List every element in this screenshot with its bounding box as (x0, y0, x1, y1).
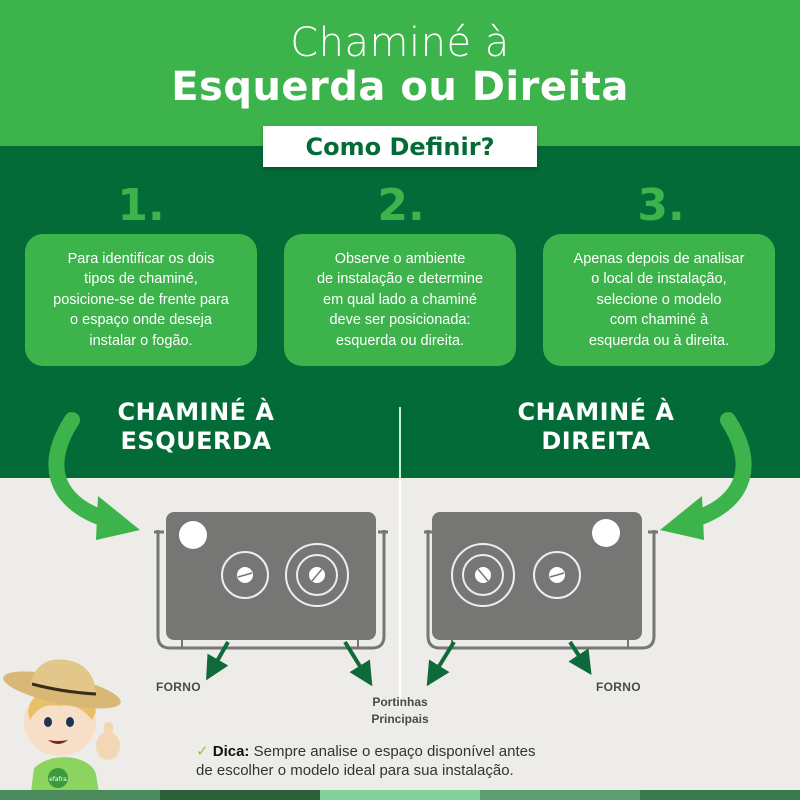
chimney-hole-icon (592, 519, 620, 547)
subtitle-text: Como Definir? (305, 132, 495, 161)
left-oven-label: FORNO (156, 680, 201, 694)
step-2-number: 2. (377, 180, 425, 231)
page-title-line2: Esquerda ou Direita (171, 64, 629, 110)
main-doors-label: Portinhas Principais (371, 695, 429, 726)
check-icon: ✓ (196, 743, 209, 760)
svg-text:efafra: efafra (49, 776, 67, 783)
tip-body: Sempre analise o espaço disponível antes… (196, 743, 536, 779)
page-title-line1: Chaminé à (290, 20, 510, 66)
subtitle-banner: Como Definir? (263, 126, 537, 167)
strip-segment-3 (320, 790, 480, 800)
right-stove-diagram (424, 512, 658, 650)
chimney-hole-icon (179, 521, 207, 549)
step-2-card: Observe o ambiente de instalação e deter… (284, 234, 516, 366)
mascot-illustration: efafra (3, 659, 121, 800)
left-chimney-title: CHAMINÉ À ESQUERDA (117, 398, 275, 455)
step-1-number: 1. (117, 180, 165, 231)
step-3-card: Apenas depois de analisar o local de ins… (543, 234, 775, 366)
step-1-card: Para identificar os dois tipos de chamin… (25, 234, 257, 366)
right-chimney-title: CHAMINÉ À DIREITA (517, 398, 675, 455)
right-oven-label: FORNO (596, 680, 641, 694)
step-3-number: 3. (637, 180, 685, 231)
bottom-color-strip (0, 790, 800, 800)
center-divider-lower (399, 478, 401, 708)
left-stove-diagram (154, 512, 388, 650)
header-band (0, 0, 800, 146)
tip-text: ✓ Dica: Sempre analise o espaço disponív… (196, 742, 616, 780)
strip-segment-4 (480, 790, 640, 800)
strip-segment-2 (160, 790, 320, 800)
strip-segment-5 (640, 790, 800, 800)
strip-segment-1 (0, 790, 160, 800)
tip-label: Dica: (212, 743, 250, 760)
